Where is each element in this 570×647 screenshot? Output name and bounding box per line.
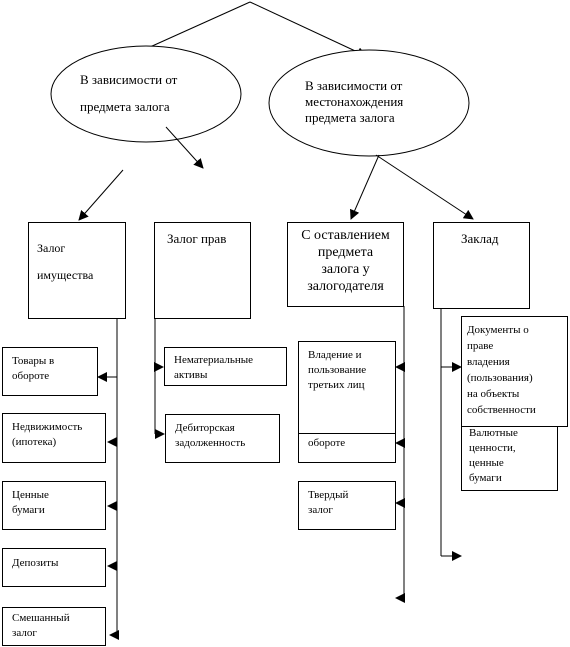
box-rights-label: Залог прав — [167, 231, 227, 246]
box-property: Залог имущества — [28, 222, 126, 319]
item-realty-label: Недвижимость (ипотека) — [12, 421, 83, 448]
arrow-to-kept — [350, 154, 380, 220]
box-pledge-label: Заклад — [461, 231, 499, 246]
item-mixed-label: Смешанный залог — [12, 612, 70, 639]
item-documents: Документы о праве владения (пользования)… — [461, 316, 568, 427]
box-kept: С оставлением предмета залога у залогода… — [287, 222, 404, 307]
item-goods: Товары в обороте — [2, 347, 98, 396]
item-receivables: Дебиторская задолженность — [165, 414, 280, 463]
item-deposits: Депозиты — [2, 548, 106, 587]
item-documents-label: Документы о праве владения (пользования)… — [467, 324, 536, 416]
item-securities-label: Ценные бумаги — [12, 489, 49, 516]
ellipse-location-shape — [268, 49, 470, 157]
item-mixed: Смешанный залог — [2, 607, 106, 646]
item-third-party: Владение и пользование третьих лиц — [298, 341, 396, 435]
item-firm-pledge: Твердый залог — [298, 481, 396, 530]
box-pledge: Заклад — [433, 222, 530, 309]
arrow-to-rights — [165, 126, 204, 169]
item-goods-label: Товары в обороте — [12, 355, 55, 382]
item-circulation: обороте — [298, 433, 396, 463]
root-arrow-right — [249, 1, 367, 57]
box-kept-label: С оставлением предмета залога у залогода… — [301, 228, 390, 294]
ellipse-subject-label: В зависимости от предмета залога — [80, 72, 178, 114]
arrow-to-pledge — [375, 154, 474, 220]
item-intangible: Нематериальные активы — [164, 347, 287, 386]
item-firm-pledge-label: Твердый залог — [308, 489, 349, 516]
item-realty: Недвижимость (ипотека) — [2, 413, 106, 463]
ellipse-subject-shape — [50, 45, 242, 143]
item-securities: Ценные бумаги — [2, 481, 106, 530]
item-third-party-label: Владение и пользование третьих лиц — [308, 349, 367, 391]
item-intangible-label: Нематериальные активы — [174, 354, 254, 381]
item-circulation-label: обороте — [308, 437, 346, 449]
box-rights: Залог прав — [154, 222, 251, 319]
item-currency-label: Валютные ценности, ценные бумаги — [469, 427, 518, 484]
item-deposits-label: Депозиты — [12, 557, 59, 569]
item-receivables-label: Дебиторская задолженность — [175, 422, 246, 449]
ellipse-location-label: В зависимости от местонахождения предмет… — [305, 78, 404, 125]
box-property-label: Залог имущества — [37, 241, 94, 282]
arrow-to-property — [78, 169, 124, 221]
